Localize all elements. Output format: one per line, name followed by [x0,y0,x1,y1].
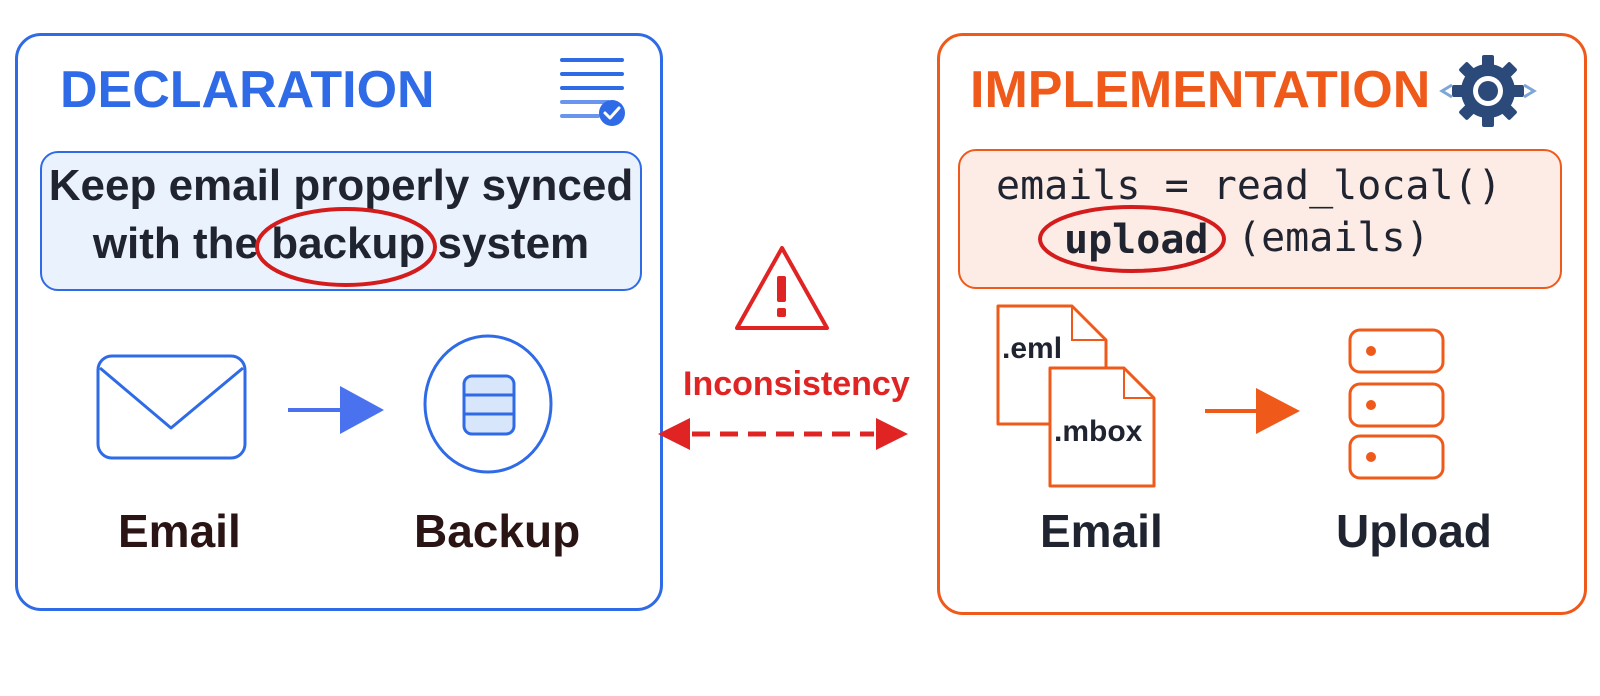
warning-triangle-icon [735,246,829,330]
declaration-statement-line2: with the backup system [92,219,590,268]
code-upload-args: (emails) [1237,215,1430,261]
implementation-email-label: Email [1040,505,1163,557]
upload-highlight-ellipse [1038,205,1226,273]
code-upload-call: upload [1064,217,1209,263]
implementation-upload-label: Upload [1336,505,1492,557]
inconsistency-arrow-icon [658,418,908,450]
declaration-panel: DECLARATION Keep [15,33,663,611]
inconsistency-label: Inconsistency [683,365,910,403]
flow-arrow-icon [288,386,384,434]
implementation-title: IMPLEMENTATION [970,61,1431,119]
server-stack-icon [1348,328,1445,480]
file-stack-icon [996,304,1156,488]
declaration-statement-line1: Keep email properly synced [48,161,634,210]
envelope-icon [96,354,247,460]
declaration-title: DECLARATION [60,61,435,119]
implementation-code-box: emails = read_local() upload (emails) [958,149,1562,289]
flow-arrow-icon [1205,388,1300,434]
declaration-graphics [96,58,625,474]
document-check-icon [560,58,625,126]
implementation-panel: IMPLEMENTATION [937,33,1587,615]
eml-file-label: .eml [1002,332,1062,365]
backup-highlight-ellipse [255,207,437,287]
database-icon [423,334,553,474]
mbox-file-label: .mbox [1054,415,1143,448]
declaration-email-label: Email [118,505,241,557]
gear-code-icon [1439,55,1537,127]
declaration-statement-box: Keep email properly synced with the back… [40,151,642,291]
declaration-backup-label: Backup [414,505,581,557]
implementation-graphics: .eml .mbox [996,55,1537,488]
code-line-read-local: emails = read_local() [996,163,1502,209]
